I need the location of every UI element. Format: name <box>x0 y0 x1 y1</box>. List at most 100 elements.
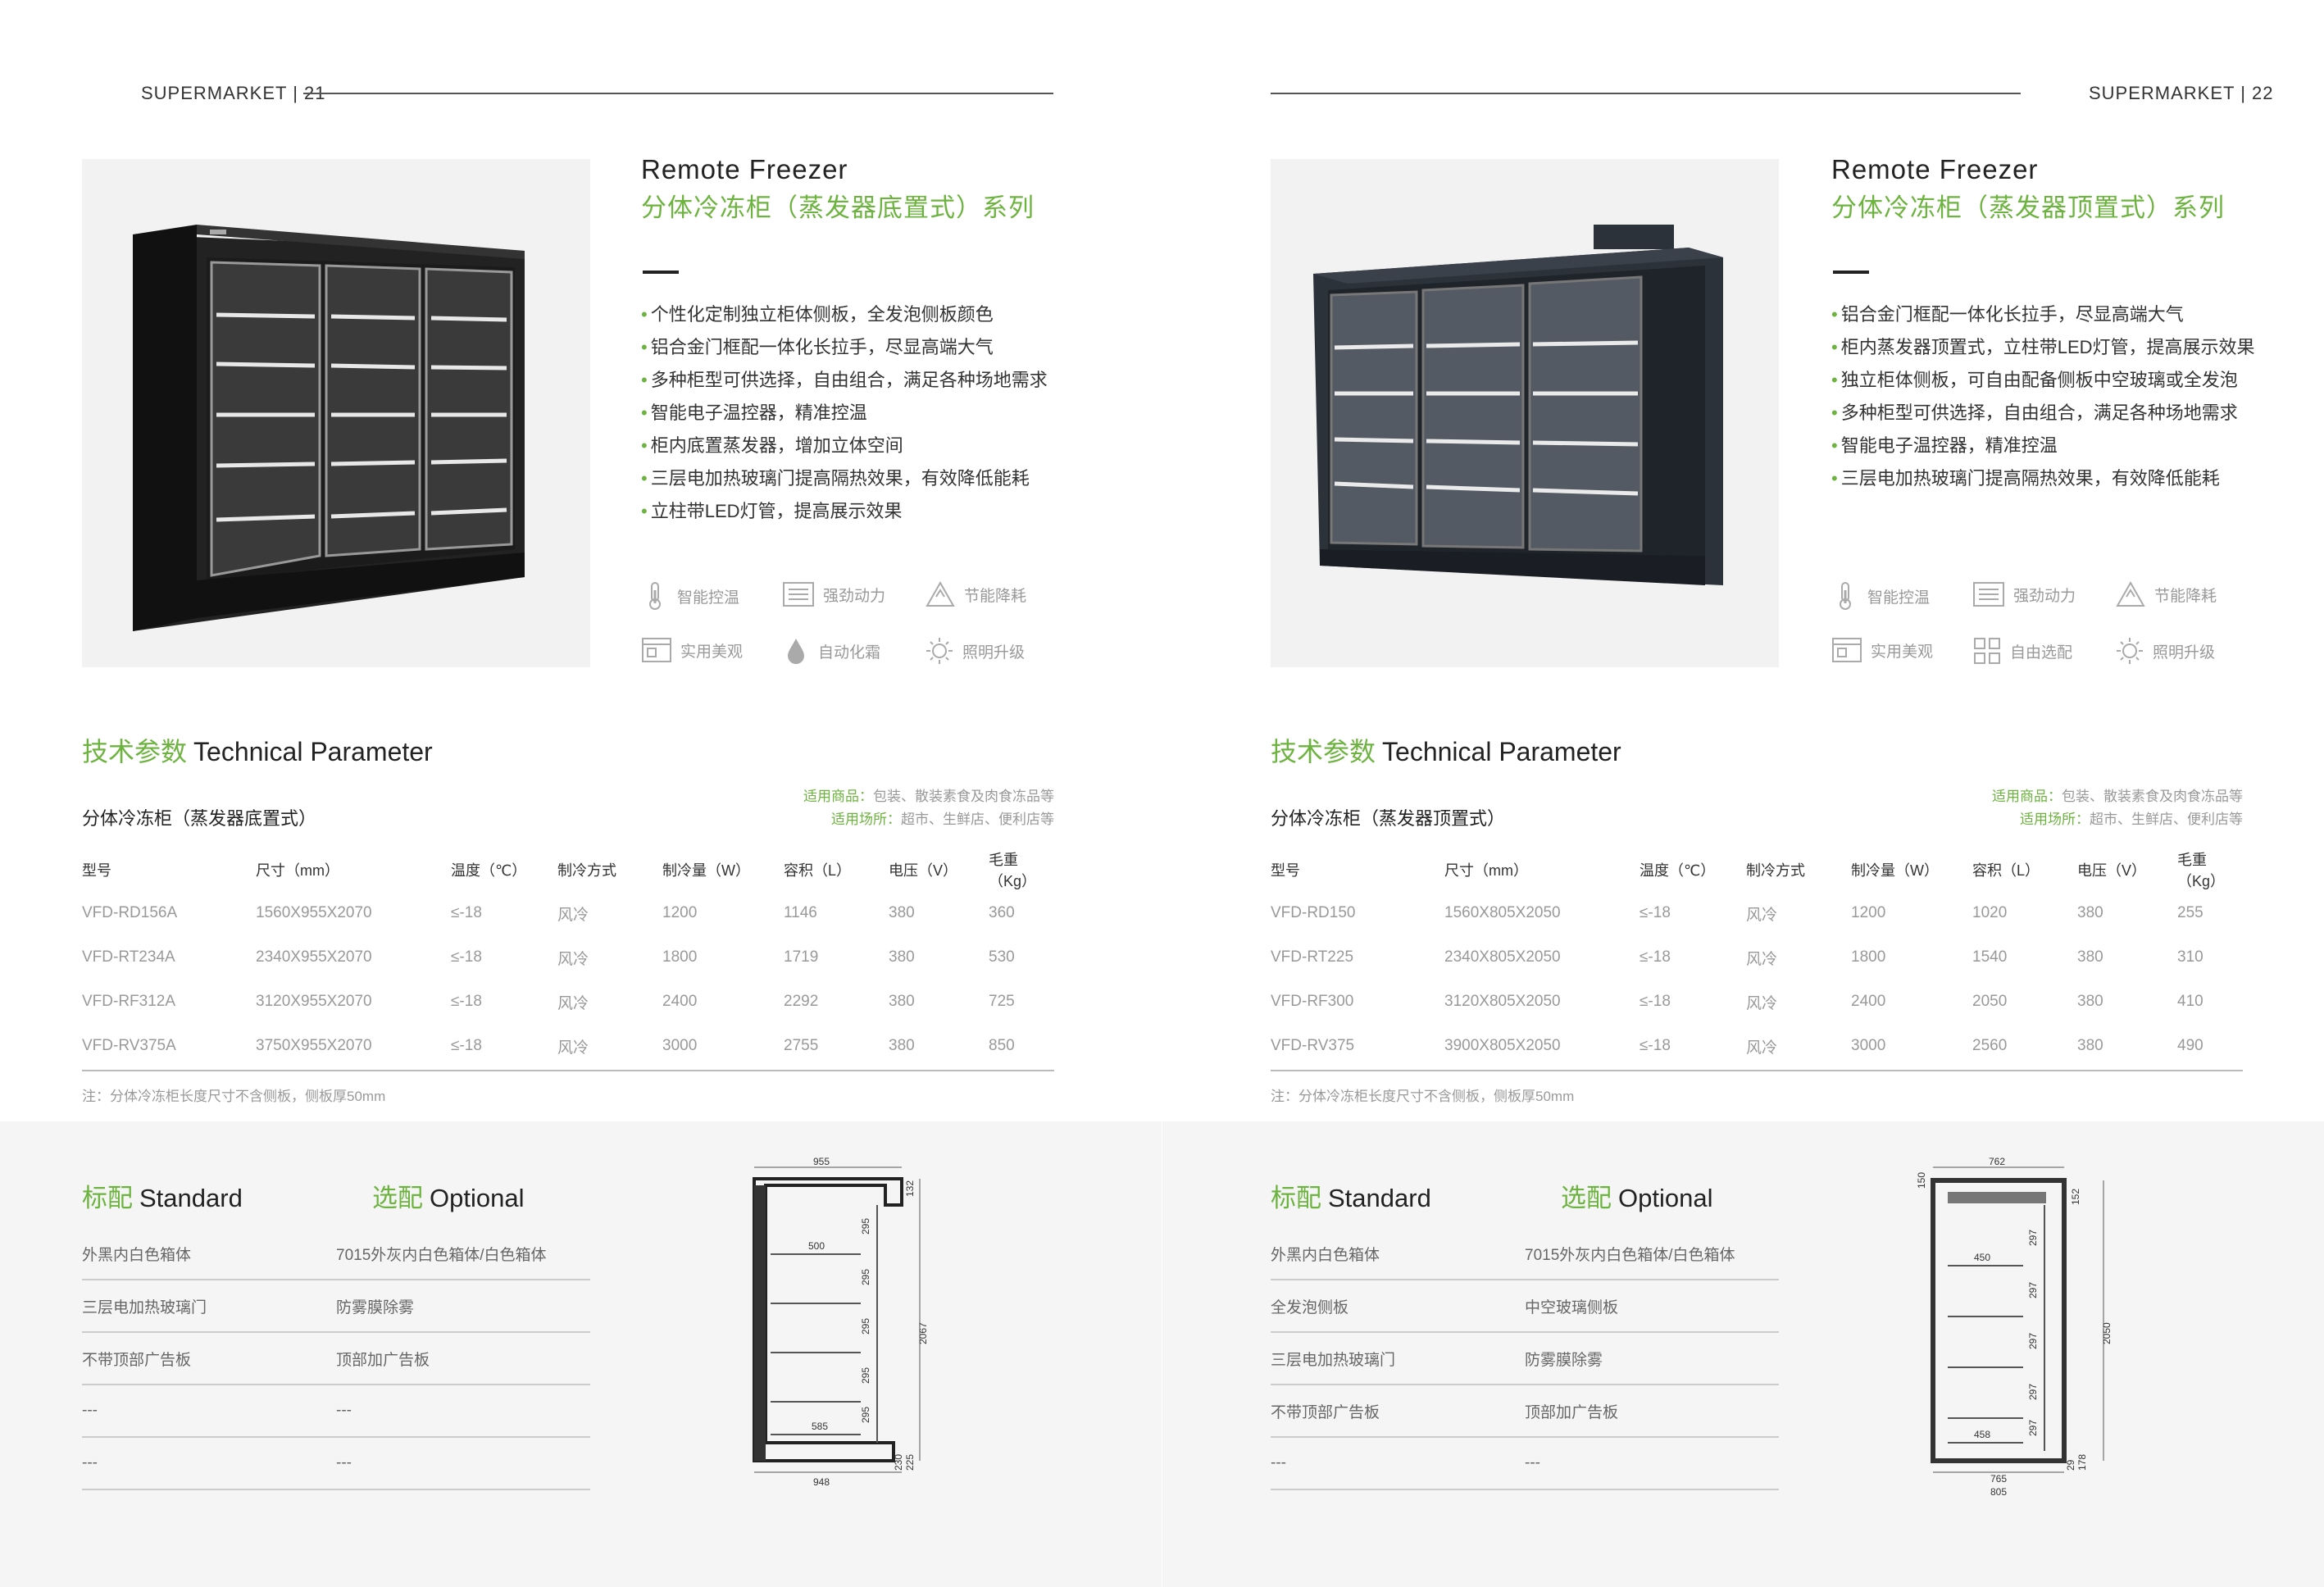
list-item: 不带顶部广告板顶部加广告板 <box>82 1333 590 1385</box>
dim-label: 29 <box>2065 1459 2076 1471</box>
dim-label: 805 <box>1990 1486 2007 1498</box>
product-title-en: Remote Freezer <box>1831 154 2039 184</box>
dim-label: 132 <box>904 1180 916 1197</box>
header-rule <box>303 93 1053 94</box>
table-note: 注：分体冷冻柜长度尺寸不含侧板，侧板厚50mm <box>82 1089 386 1104</box>
applicability-info: 适用商品：包装、散装素食及肉食冻品等 适用场所：超市、生鲜店、便利店等 <box>1992 789 2243 827</box>
table-note: 注：分体冷冻柜长度尺寸不含侧板，侧板厚50mm <box>1271 1089 1575 1104</box>
list-item: 三层电加热玻璃门防雾膜除雾 <box>82 1280 590 1333</box>
product-image-top-evaporator <box>1271 159 1779 667</box>
power-icon <box>783 582 814 607</box>
table-bottom-rule <box>82 1070 1054 1071</box>
product-title-en: Remote Freezer <box>641 154 848 184</box>
feature-item: •柜内蒸发器顶置式，立柱带LED灯管，提高展示效果 <box>1831 337 2255 357</box>
feature-item: •立柱带LED灯管，提高展示效果 <box>641 501 903 521</box>
dim-label: 762 <box>1989 1156 2005 1167</box>
dim-label: 178 <box>2076 1454 2088 1471</box>
icon-power: 强劲动力 <box>782 580 885 608</box>
dim-label: 450 <box>1974 1252 1990 1263</box>
dim-label: 297 <box>2027 1282 2039 1298</box>
dim-label: 230 <box>893 1454 904 1471</box>
table-bottom-rule <box>1271 1070 2243 1071</box>
title-dash <box>1833 271 1869 274</box>
icon-smart-temp: 智能控温 <box>1831 580 1930 612</box>
dim-label: 458 <box>1974 1429 1990 1440</box>
icon-power: 强劲动力 <box>1972 580 2076 608</box>
page-header: SUPERMARKET | 21 <box>141 83 326 103</box>
icon-smart-temp: 智能控温 <box>641 580 739 612</box>
dim-label: 2050 <box>2101 1322 2113 1344</box>
icon-practical: 实用美观 <box>1831 636 1933 664</box>
standard-section-background <box>1162 1121 2324 1587</box>
list-item: ------ <box>1271 1438 1779 1490</box>
dim-label: 297 <box>2027 1230 2039 1246</box>
light-icon <box>2117 638 2143 664</box>
standard-section-background <box>0 1121 1162 1587</box>
dim-label: 500 <box>808 1240 825 1252</box>
product-title-cn: 分体冷冻柜（蒸发器底置式）系列 <box>641 193 1035 222</box>
feature-item: •个性化定制独立柜体侧板，全发泡侧板颜色 <box>641 304 994 325</box>
feature-item: •铝合金门框配一体化长拉手，尽显高端大气 <box>641 337 994 357</box>
page-header: SUPERMARKET | 22 <box>2089 83 2274 103</box>
feature-item: •智能电子温控器，精准控温 <box>1831 435 2058 456</box>
icon-auto-defrost: 自动化霜 <box>782 636 880 666</box>
spec-table: 型号尺寸（mm）温度（℃）制冷方式制冷量（W）容积（L）电压（V）毛重（Kg） … <box>1271 848 2243 1068</box>
table-header-row: 型号尺寸（mm）温度（℃）制冷方式制冷量（W）容积（L）电压（V）毛重（Kg） <box>1271 852 2226 889</box>
table-header-row: 型号尺寸（mm）温度（℃）制冷方式制冷量（W）容积（L）电压（V）毛重（Kg） <box>82 852 1037 889</box>
icon-lighting: 照明升级 <box>2115 636 2215 666</box>
product-title-cn: 分体冷冻柜（蒸发器顶置式）系列 <box>1831 193 2225 222</box>
list-item: ------ <box>82 1438 590 1490</box>
list-item: 三层电加热玻璃门防雾膜除雾 <box>1271 1333 1779 1385</box>
icon-practical: 实用美观 <box>641 636 743 664</box>
dim-label: 295 <box>860 1318 871 1335</box>
feature-item: •铝合金门框配一体化长拉手，尽显高端大气 <box>1831 304 2184 325</box>
dim-label: 297 <box>2027 1420 2039 1436</box>
dim-label: 765 <box>1990 1473 2007 1485</box>
applicability-info: 适用商品：包装、散装素食及肉食冻品等 适用场所：超市、生鲜店、便利店等 <box>803 789 1054 827</box>
grid-icon <box>1974 638 2000 664</box>
dim-label: 295 <box>860 1367 871 1384</box>
feature-item: •多种柜型可供选择，自由组合，满足各种场地需求 <box>641 370 1048 390</box>
thermometer-icon <box>1840 582 1851 610</box>
dim-label: 297 <box>2027 1333 2039 1349</box>
feature-item: •智能电子温控器，精准控温 <box>641 402 867 423</box>
list-item: ------ <box>82 1385 590 1438</box>
feature-item: •独立柜体侧板，可自由配备侧板中空玻璃或全发泡 <box>1831 370 2238 390</box>
model-series-title: 分体冷冻柜（蒸发器底置式） <box>82 808 317 829</box>
page-22: SUPERMARKET | 22 Remote Freezer 分体冷冻柜（蒸发… <box>1162 0 2324 1587</box>
header-rule <box>1271 93 2021 94</box>
title-dash <box>643 271 679 274</box>
dim-label: 295 <box>860 1218 871 1235</box>
icon-energy-saving: 节能降耗 <box>925 580 1026 608</box>
dim-label: 295 <box>860 1269 871 1285</box>
light-icon <box>926 638 953 664</box>
dim-label: 295 <box>860 1407 871 1423</box>
product-image-bottom-evaporator <box>82 159 590 667</box>
page-21: SUPERMARKET | 21 Remote Freezer 分体冷冻柜（蒸发… <box>0 83 1162 1587</box>
dim-label: 152 <box>2070 1189 2081 1205</box>
dim-label: 150 <box>1916 1172 1927 1189</box>
cabinet-icon <box>642 638 671 662</box>
feature-list: •个性化定制独立柜体侧板，全发泡侧板颜色 •铝合金门框配一体化长拉手，尽显高端大… <box>641 298 1048 528</box>
dim-label: 585 <box>812 1421 828 1432</box>
dim-label: 297 <box>2027 1384 2039 1400</box>
feature-item: •三层电加热玻璃门提高隔热效果，有效降低能耗 <box>1831 468 2220 489</box>
list-item: 全发泡侧板中空玻璃侧板 <box>1271 1280 1779 1333</box>
list-item: 不带顶部广告板顶部加广告板 <box>1271 1385 1779 1438</box>
dim-label: 948 <box>813 1476 830 1488</box>
